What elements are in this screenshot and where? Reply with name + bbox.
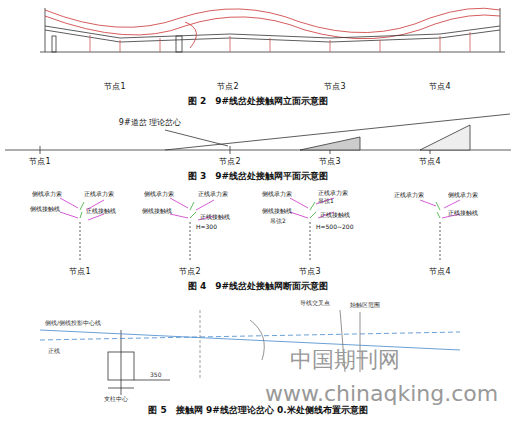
node-label: 节点1 (104, 83, 125, 92)
figure-caption: 图 2 9#线岔处接触网立面示意图 (188, 97, 328, 107)
dimension: H=300 (196, 224, 217, 231)
node-label: 节点2 (219, 158, 240, 167)
wire-label: 侧线接触线 (142, 208, 172, 215)
wire-label: 正线接触线 (86, 208, 116, 215)
dimension: 350 (150, 372, 161, 379)
wire-label: 正线承力索 (318, 190, 348, 197)
wire-label: 正线承力索 (394, 192, 424, 199)
wire-label: 正线接触线 (320, 212, 350, 219)
wire-label: 侧线承力索 (262, 191, 292, 198)
node-label: 节点1 (29, 158, 50, 167)
wire-label: 侧线接触线 (262, 208, 292, 215)
callout-label: 导线交叉点 (300, 300, 330, 307)
node-label: 节点3 (319, 158, 340, 167)
wire-label: 侧线接触线 (30, 206, 60, 213)
dropper-label: 吊弦2 (270, 218, 286, 225)
node-label: 节点3 (299, 268, 320, 277)
node-label: 节点4 (419, 158, 440, 167)
node-label: 节点4 (429, 83, 450, 92)
dimension-label: 支柱中心 (104, 396, 128, 403)
callout-label: 始触区范围 (350, 302, 380, 309)
wire-label: 侧线承力索 (144, 191, 174, 198)
dimension: H=500~200 (316, 224, 353, 231)
figure-caption: 图 4 9#线岔处接触网断面示意图 (188, 282, 328, 292)
turnout-label: 9#道岔 理论岔心 (119, 119, 181, 128)
node-label: 节点4 (429, 268, 450, 277)
figure-caption: 图 5 接触网 9#线岔理论岔心 0.米处侧线布置示意图 (148, 406, 367, 416)
node-label: 节点1 (69, 268, 90, 277)
watermark: www.chinaqking.com (265, 382, 498, 406)
track-label: 正线 (48, 348, 60, 355)
figure-caption: 图 3 9#线岔处接触网平面示意图 (188, 172, 328, 182)
node-label: 节点2 (179, 268, 200, 277)
wire-label: 正线承力索 (198, 191, 228, 198)
node-label: 节点3 (324, 83, 345, 92)
watermark: 中国期刊网 (290, 348, 400, 372)
node-label: 节点2 (217, 83, 238, 92)
wire-label: 正线承力索 (84, 191, 114, 198)
line-label: 侧线/侧线投影中心线 (45, 320, 101, 327)
dropper-label: 吊弦1 (318, 198, 334, 205)
wire-label: 侧线承力索 (32, 191, 62, 198)
wire-label: 正线接触线 (448, 210, 478, 217)
wire-label: 正线接触线 (200, 214, 230, 221)
wire-label: 侧线承力索 (448, 192, 478, 199)
